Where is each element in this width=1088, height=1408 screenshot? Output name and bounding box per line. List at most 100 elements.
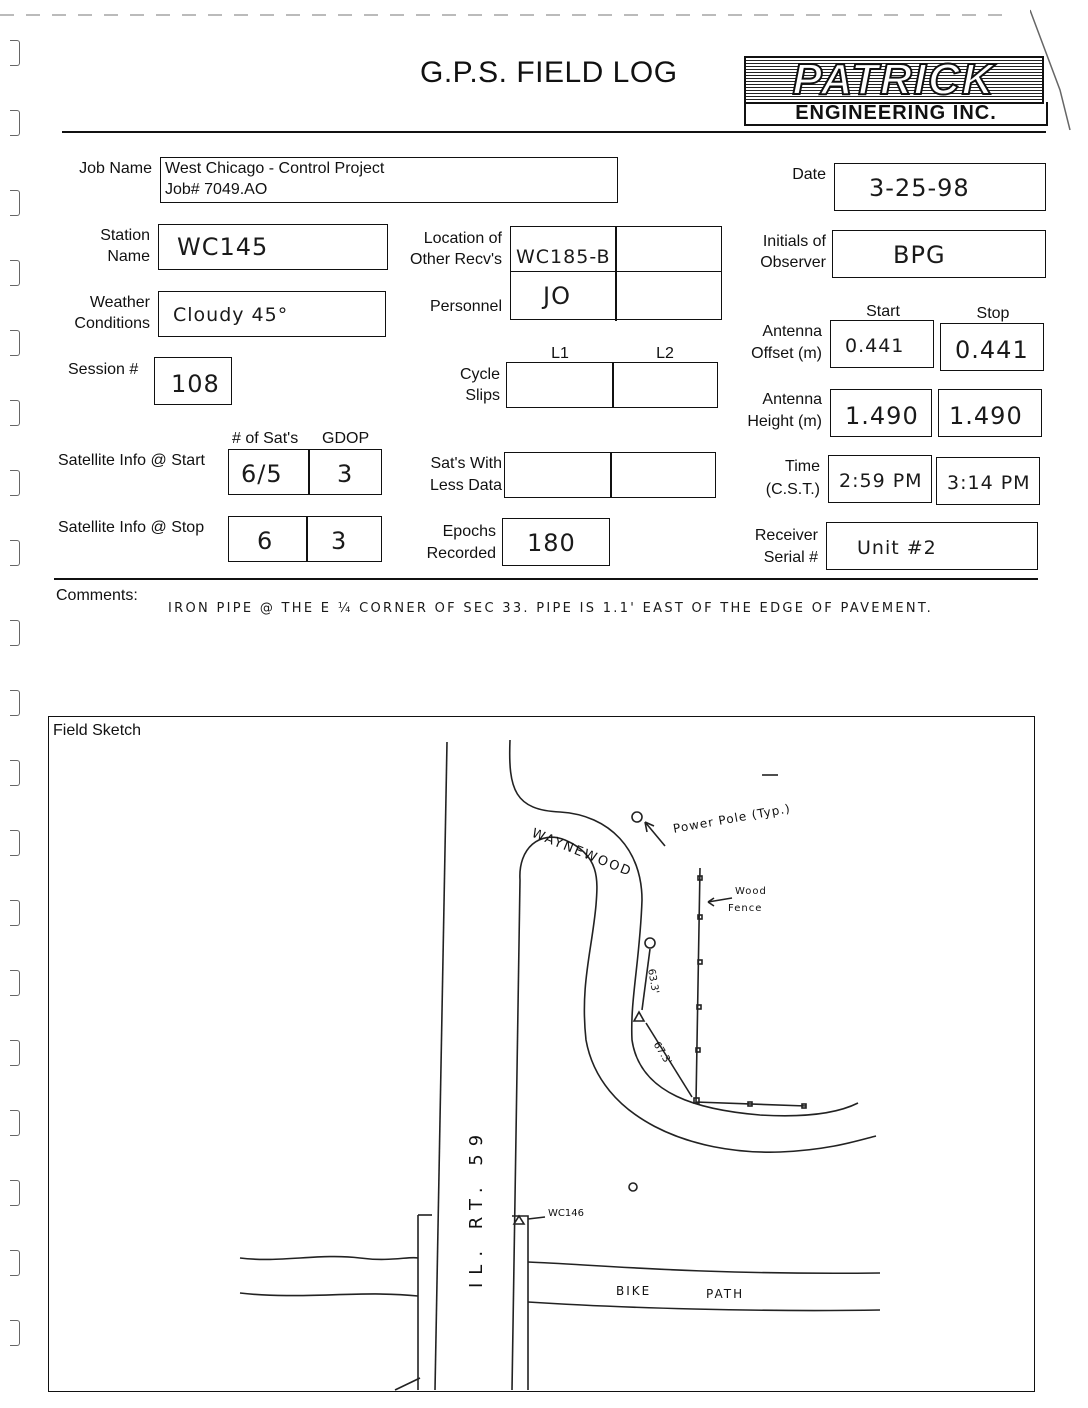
observer-initials-field[interactable]: BPG — [832, 230, 1046, 278]
gdop-start-value: 3 — [337, 460, 354, 488]
path-label: Path — [706, 1287, 745, 1301]
station-name-label-1: Station — [100, 227, 150, 244]
binder-punch — [10, 260, 20, 286]
binder-punch — [10, 110, 20, 136]
time-start-field[interactable]: 2:59 PM — [828, 455, 932, 503]
job-number-value: Job# 7049.AO — [165, 181, 268, 198]
l2-label: L2 — [656, 345, 674, 362]
start-column-label: Start — [866, 303, 900, 320]
antenna-height-start-field[interactable]: 1.490 — [830, 389, 932, 437]
bike-label: Bike — [616, 1284, 652, 1298]
receiver-serial-field[interactable]: Unit #2 — [826, 522, 1038, 570]
binder-punch — [10, 330, 20, 356]
company-logo: PATRICK ENGINEERING INC. — [744, 56, 1048, 126]
weather-label-1: Weather — [89, 294, 150, 311]
wood-fence-label-1: Wood — [735, 886, 767, 897]
section-rule — [54, 578, 1038, 580]
leader-arrow — [644, 821, 666, 847]
sats-less-data-label-1: Sat's With — [430, 455, 502, 472]
cycle-slips-l2-field[interactable] — [612, 362, 718, 408]
antenna-offset-start-value: 0.441 — [845, 335, 905, 357]
wood-fence-line — [695, 867, 807, 1107]
job-name-value: West Chicago - Control Project — [165, 160, 385, 177]
time-label-1: Time — [785, 458, 820, 475]
sats-less-data-l2-field[interactable] — [610, 452, 716, 498]
road-stub — [512, 1215, 529, 1390]
l1-label: L1 — [551, 345, 569, 362]
field-sketch-drawing — [239, 739, 881, 1391]
binder-punch — [10, 540, 20, 566]
route-59-label: IL. RT. 59 — [466, 1126, 487, 1288]
time-stop-value: 3:14 PM — [947, 472, 1031, 494]
binder-punch — [10, 760, 20, 786]
personnel-label: Personnel — [429, 298, 502, 315]
scribble-mark — [394, 1377, 421, 1391]
fence-post — [747, 1101, 753, 1107]
grid-divider — [615, 226, 617, 321]
binder-punch — [10, 1110, 20, 1136]
fence-post — [801, 1103, 807, 1109]
power-pole-icon — [631, 811, 643, 823]
initials-label-1: Initials of — [762, 233, 826, 250]
tie-line — [641, 948, 651, 1011]
num-sats-header: # of Sat's — [232, 430, 299, 447]
sats-less-data-label-2: Less Data — [429, 477, 502, 494]
location-label-1: Location of — [423, 230, 502, 247]
date-field[interactable]: 3-25-98 — [834, 163, 1046, 211]
cycle-slips-label-2: Slips — [465, 387, 500, 404]
path-line — [239, 1255, 419, 1261]
antenna-offset-stop-field[interactable]: 0.441 — [940, 323, 1044, 371]
antenna-offset-label-2: Offset (m) — [751, 345, 822, 362]
binder-punch — [10, 690, 20, 716]
gdop-stop-field[interactable]: 3 — [306, 516, 382, 562]
binder-punch — [10, 970, 20, 996]
fence-post — [697, 914, 703, 920]
cycle-slips-l1-field[interactable] — [506, 362, 614, 408]
logo-sub-text: ENGINEERING INC. — [744, 102, 1048, 126]
time-start-value: 2:59 PM — [839, 470, 923, 492]
sats-less-data-l1-field[interactable] — [504, 452, 612, 498]
station-triangle-icon — [632, 1010, 646, 1022]
binder-punch — [10, 1180, 20, 1206]
initials-label-2: Observer — [760, 254, 826, 271]
binder-punch — [10, 1320, 20, 1346]
tie-line — [645, 1022, 693, 1098]
sat-info-stop-label: Satellite Info @ Stop — [58, 519, 205, 536]
gdop-stop-value: 3 — [331, 527, 348, 555]
antenna-height-start-value: 1.490 — [845, 402, 919, 430]
weather-field[interactable]: Cloudy 45° — [158, 291, 386, 337]
page-title: G.P.S. FIELD LOG — [420, 56, 678, 89]
binder-punch — [10, 830, 20, 856]
sats-stop-field[interactable]: 6 — [228, 516, 308, 562]
date-label: Date — [792, 166, 826, 183]
comments-value[interactable]: Iron Pipe @ the E ¼ corner of Sec 33. Pi… — [168, 601, 933, 616]
time-stop-field[interactable]: 3:14 PM — [936, 457, 1040, 505]
road-east-edge — [511, 879, 521, 1391]
binder-punch — [10, 400, 20, 426]
personnel-value: JO — [543, 282, 571, 310]
binder-punch — [10, 620, 20, 646]
antenna-offset-stop-value: 0.441 — [955, 336, 1029, 364]
fence-post — [695, 1047, 701, 1053]
binder-punch — [10, 190, 20, 216]
personnel-field[interactable]: JO — [510, 271, 722, 320]
binder-punch — [10, 900, 20, 926]
station-name-field[interactable]: WC145 — [158, 224, 388, 270]
receiver-label-1: Receiver — [754, 527, 818, 544]
receiver-serial-value: Unit #2 — [857, 537, 937, 559]
reference-point-icon — [644, 937, 656, 949]
job-name-field[interactable]: West Chicago - Control Project Job# 7049… — [160, 157, 618, 203]
path-line — [239, 1292, 419, 1297]
header-rule — [62, 131, 1046, 133]
session-label: Session # — [68, 361, 139, 378]
sats-stop-value: 6 — [257, 527, 274, 555]
gdop-start-field[interactable]: 3 — [308, 449, 382, 495]
antenna-offset-start-field[interactable]: 0.441 — [830, 320, 934, 368]
epochs-field[interactable]: 180 — [502, 518, 610, 566]
session-field[interactable]: 108 — [154, 357, 232, 405]
wood-fence-label-2: Fence — [728, 903, 763, 914]
antenna-height-stop-field[interactable]: 1.490 — [938, 389, 1042, 437]
epochs-label-2: Recorded — [426, 545, 496, 562]
date-value: 3-25-98 — [869, 174, 970, 202]
sats-start-field[interactable]: 6/5 — [228, 449, 310, 495]
